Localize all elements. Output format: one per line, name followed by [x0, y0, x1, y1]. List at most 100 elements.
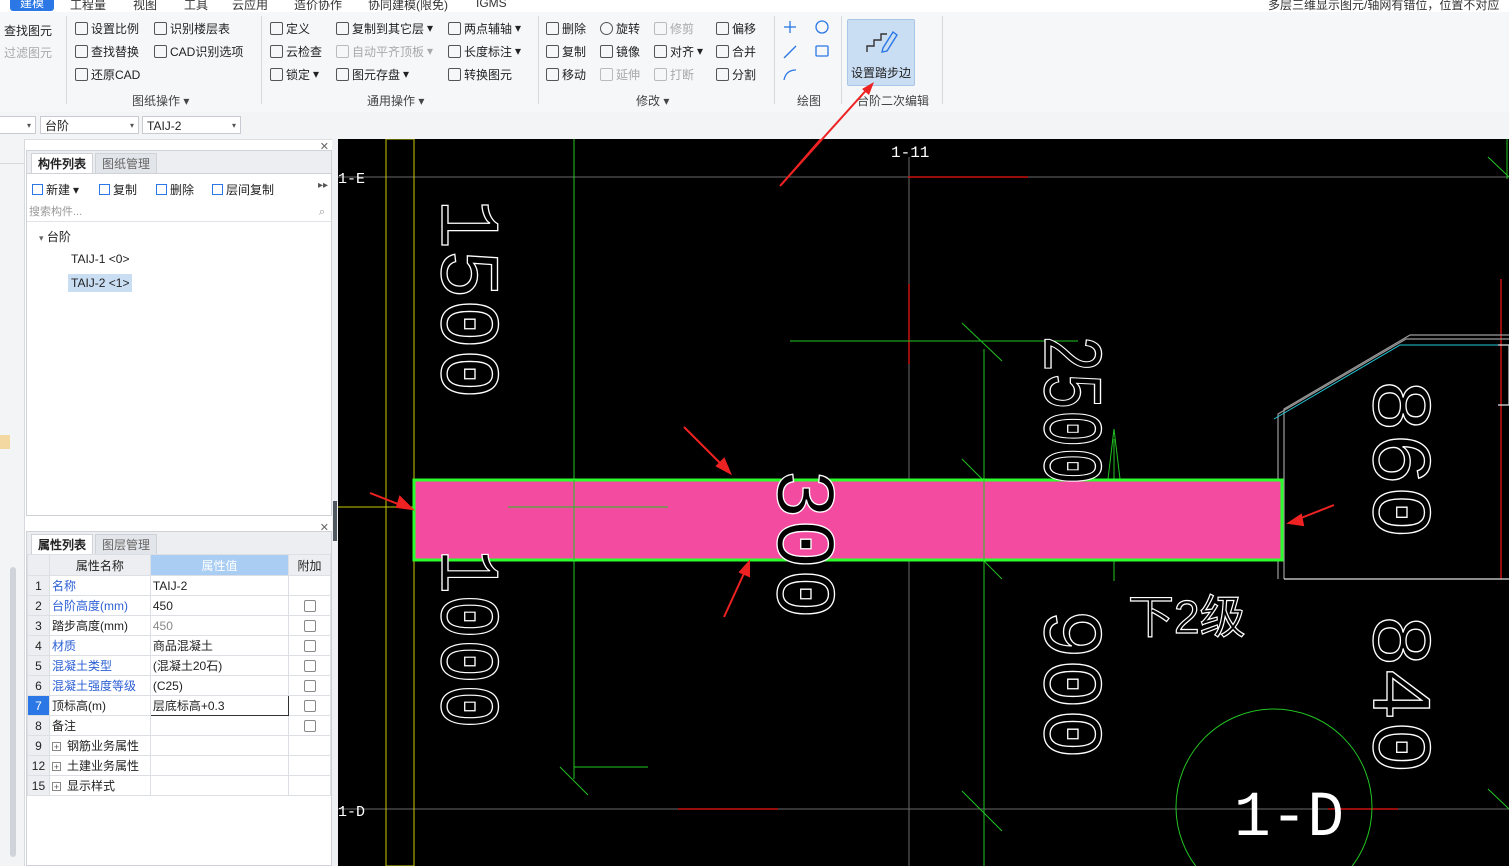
component-search-input[interactable]: 搜索构件... ⌕ [27, 202, 331, 222]
axis-icon [448, 21, 461, 35]
set-scale-button[interactable]: 设置比例 [75, 19, 139, 37]
checkbox[interactable] [303, 660, 316, 673]
lock-icon [270, 67, 283, 81]
top-elevation-input[interactable]: 层底标高+0.3 [149, 695, 290, 716]
table-row[interactable]: 12+土建业务属性 [27, 755, 331, 776]
align-slab-icon [336, 44, 349, 58]
element-save-button[interactable]: 图元存盘 ▾ [336, 65, 409, 83]
tab-property-list[interactable]: 属性列表 [31, 534, 94, 554]
checkbox[interactable] [303, 680, 316, 693]
delete-button[interactable]: 删除 [546, 19, 586, 37]
menu-cloud[interactable]: 云应用 [232, 0, 269, 12]
cloud-check-button[interactable]: 云检查 [270, 42, 322, 60]
trim-button[interactable]: 修剪 [654, 19, 694, 37]
cad-options-button[interactable]: CAD识别选项 [154, 42, 243, 60]
menu-quantity[interactable]: 工程量 [70, 0, 107, 12]
panel-splitter[interactable] [332, 139, 338, 866]
lock-button[interactable]: 锁定 ▾ [270, 65, 319, 83]
draw-tools[interactable] [780, 18, 836, 84]
align-button[interactable]: 对齐 ▾ [654, 42, 703, 60]
menu-modeling[interactable]: 建模 [10, 0, 55, 11]
expand-icon[interactable]: + [51, 762, 61, 773]
menu-tools[interactable]: 工具 [184, 0, 209, 12]
checkbox[interactable] [303, 600, 316, 613]
identify-floor-table-button[interactable]: 识别楼层表 [154, 19, 230, 37]
convert-element-button[interactable]: 转换图元 [448, 65, 512, 83]
more-chevron-icon[interactable]: ▸▸ [317, 180, 328, 191]
table-row[interactable]: 15+显示样式 [27, 775, 331, 796]
length-dimension-button[interactable]: 长度标注 ▾ [448, 42, 521, 60]
copy-component-button[interactable]: 复制 [99, 181, 137, 198]
dim-text-900: 900 [1019, 609, 1114, 759]
group-label-modify[interactable]: 修改 ▾ [636, 94, 670, 108]
merge-button[interactable]: 合并 [716, 42, 756, 60]
table-icon [154, 21, 167, 35]
divider [538, 16, 539, 104]
menu-collab-model[interactable]: 协同建模(限免) [368, 0, 448, 12]
checkbox[interactable] [303, 720, 316, 733]
restore-cad-button[interactable]: 还原CAD [75, 65, 140, 83]
splitter-handle[interactable] [333, 501, 337, 541]
cad-drawing[interactable]: 1-11 1-E 1-D 1-D 1500 1000 300 2500 900 … [338, 139, 1509, 866]
checkbox[interactable] [303, 640, 316, 653]
mirror-button[interactable]: 镜像 [600, 42, 640, 60]
nav-strip-highlight[interactable] [0, 435, 10, 449]
interfloor-copy-button[interactable]: 层间复制 [212, 181, 274, 198]
group-label-general-ops[interactable]: 通用操作 ▾ [367, 94, 425, 108]
checkbox[interactable] [303, 620, 316, 633]
new-component-button[interactable]: 新建 ▾ [32, 181, 79, 198]
find-element-button[interactable]: 查找图元 [4, 23, 53, 38]
find-replace-button[interactable]: 查找替换 [75, 42, 139, 60]
type-select[interactable]: 台阶▾ [40, 116, 139, 134]
component-select[interactable]: TAIJ-2▾ [142, 116, 241, 134]
expand-icon[interactable]: + [51, 742, 61, 753]
nav-strip-header[interactable] [0, 139, 24, 164]
move-button[interactable]: 移动 [546, 65, 586, 83]
filter-element-button[interactable]: 过滤图元 [4, 45, 53, 60]
tab-layer-management[interactable]: 图层管理 [95, 534, 158, 554]
close-icon[interactable]: ✕ [319, 522, 329, 534]
chevron-down-icon: ▾ [39, 233, 44, 243]
tree-item-taij-1[interactable]: TAIJ-1 <0> [71, 252, 130, 266]
checkbox[interactable] [303, 700, 316, 713]
nav-strip-scrollbar[interactable] [10, 567, 16, 857]
split-button[interactable]: 分割 [716, 65, 756, 83]
auto-align-slab-button[interactable]: 自动平齐顶板 ▾ [336, 42, 433, 60]
step-element[interactable] [412, 478, 1284, 562]
menu-view[interactable]: 视图 [133, 0, 158, 12]
expand-icon[interactable]: + [51, 782, 61, 793]
extend-button[interactable]: 延伸 [600, 65, 640, 83]
axis-label-1e: 1-E [338, 171, 365, 188]
copy-to-floor-button[interactable]: 复制到其它层 ▾ [336, 19, 433, 37]
group-label-drawing-ops[interactable]: 图纸操作 ▾ [132, 94, 190, 108]
menu-igms[interactable]: IGMS [476, 0, 507, 10]
tree-root[interactable]: ▾ 台阶 [39, 230, 71, 244]
set-step-edge-button[interactable]: 设置踏步边 [847, 19, 915, 86]
floor-select[interactable]: ▾ [0, 116, 36, 134]
menu-cost-collab[interactable]: 造价协作 [294, 0, 343, 12]
break-button[interactable]: 打断 [654, 65, 694, 83]
tree-item-taij-2[interactable]: TAIJ-2 <1> [68, 274, 133, 292]
dim-text-1000: 1000 [416, 549, 511, 729]
copy-button[interactable]: 复制 [546, 42, 586, 60]
divider [942, 16, 943, 104]
close-icon[interactable]: ✕ [319, 141, 329, 153]
tab-component-list[interactable]: 构件列表 [31, 153, 94, 173]
table-row[interactable]: 9+钢筋业务属性 [27, 735, 331, 756]
define-button[interactable]: 定义 [270, 19, 310, 37]
two-point-axis-button[interactable]: 两点辅轴 ▾ [448, 19, 521, 37]
cad-canvas[interactable]: 1-11 1-E 1-D 1-D 1500 1000 300 2500 900 … [338, 139, 1509, 866]
delete-component-button[interactable]: 删除 [156, 181, 194, 198]
offset-button[interactable]: 偏移 [716, 19, 756, 37]
tab-drawing-management[interactable]: 图纸管理 [95, 153, 158, 173]
group-label-step-edit: 台阶二次编辑 [857, 94, 930, 108]
rotate-button[interactable]: 旋转 [600, 19, 640, 37]
